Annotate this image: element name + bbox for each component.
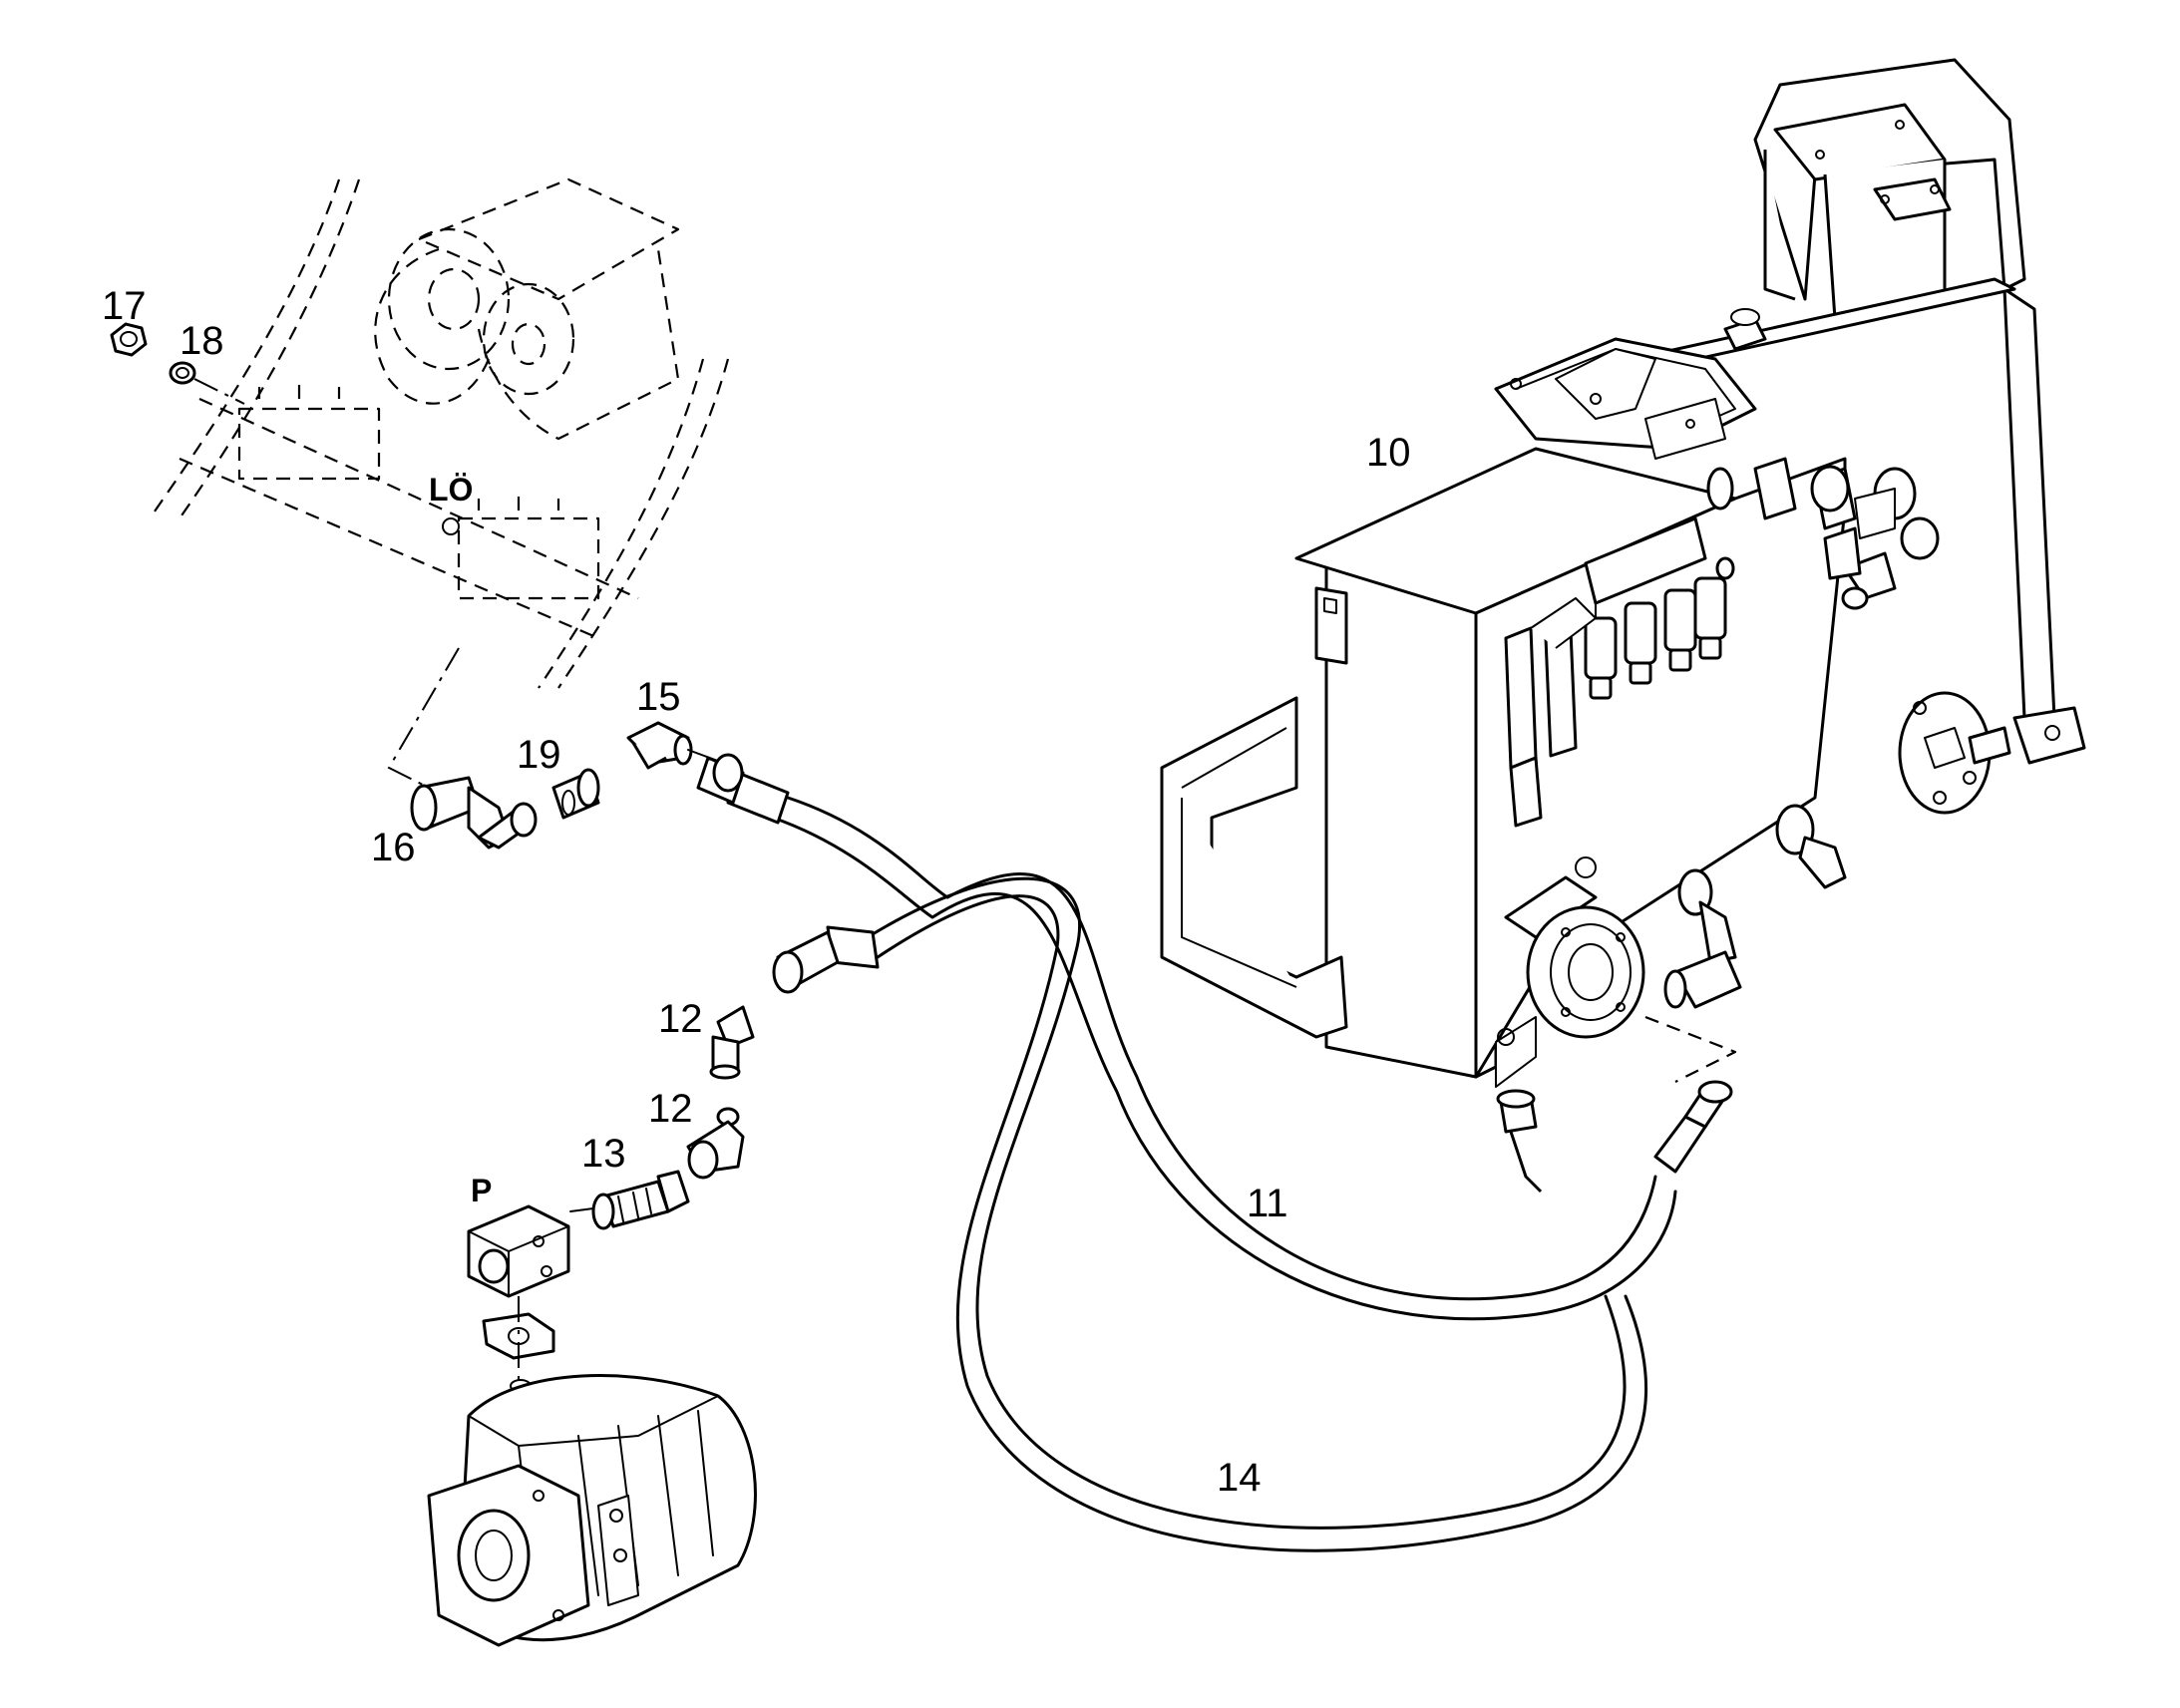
fitting-16 (410, 776, 538, 850)
mounting-detail (149, 177, 730, 789)
callout-12-upper: 12 (658, 997, 703, 1041)
callout-17: 17 (102, 284, 147, 328)
hose-14 (772, 876, 1647, 1552)
callout-18: 18 (180, 319, 224, 363)
valve-cartridges (1584, 576, 1727, 700)
port-block-p (467, 1204, 570, 1298)
elbow-12-lower (686, 1107, 745, 1180)
hydraulic-pump (427, 1374, 757, 1647)
callout-19: 19 (517, 733, 561, 777)
callout-13: 13 (581, 1132, 626, 1176)
callout-lo: LÖ (429, 472, 473, 508)
fitting-19 (551, 768, 600, 820)
callout-10: 10 (1366, 431, 1411, 475)
callout-16: 16 (371, 826, 416, 869)
callout-12-lower: 12 (648, 1087, 693, 1131)
fitting-13 (569, 1170, 690, 1230)
callout-labels: 10 11 12 12 13 14 15 16 17 18 19 LÖ P (102, 284, 1411, 1500)
elbow-15 (626, 721, 724, 770)
plug-18 (169, 361, 196, 385)
nut-17 (110, 322, 148, 357)
callout-p: P (471, 1173, 492, 1208)
callout-11: 11 (1247, 1182, 1288, 1225)
hose-11 (696, 753, 1677, 1321)
callout-15: 15 (636, 675, 681, 719)
tank-assembly-10 (1160, 58, 2086, 1194)
gasket (482, 1296, 555, 1466)
callout-14: 14 (1217, 1456, 1262, 1500)
elbow-12-upper (709, 1005, 755, 1080)
